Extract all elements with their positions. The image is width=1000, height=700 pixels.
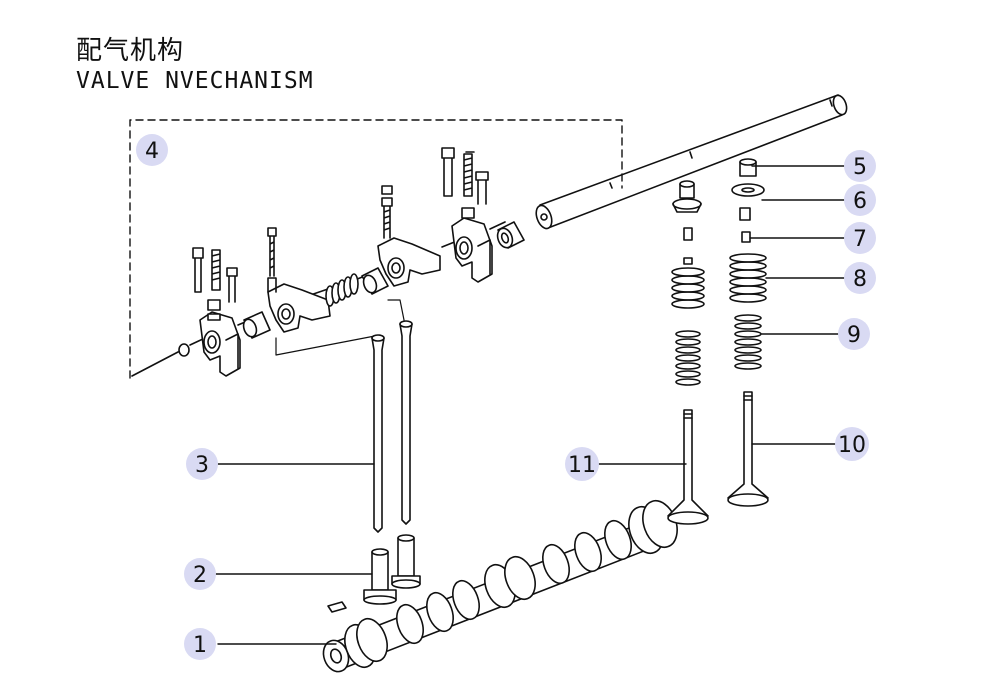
callout-10-bubble: [835, 427, 869, 461]
rocker-shaft-spring: [325, 273, 359, 307]
diagram-title-cn: 配气机构: [76, 36, 185, 66]
callout-6-text: 6: [853, 189, 867, 214]
callout-2-bubble: [184, 558, 216, 590]
left-rocker-support: [199, 311, 241, 377]
shaft-end-plug: [178, 343, 190, 357]
callout-3-text: 3: [195, 453, 209, 478]
rocker-bushing-middle: [361, 267, 389, 295]
group-4-dashed-outline: [129, 119, 623, 379]
callout-7-text: 7: [853, 227, 867, 252]
callout-5-bubble: [844, 150, 876, 182]
push-rods: [371, 320, 413, 533]
diagram-title-en: VALVE NVECHANISM: [76, 68, 314, 94]
callout-1-text: 1: [193, 633, 207, 658]
callout-4-bubble: [136, 134, 168, 166]
callout-5-text: 5: [853, 155, 867, 180]
callout-4-text: 4: [145, 139, 159, 164]
callout-9-bubble: [838, 318, 870, 350]
tappets: [363, 534, 421, 605]
callout-6-bubble: [844, 184, 876, 216]
camshaft-key: [327, 601, 347, 613]
callout-11-text: 11: [568, 453, 596, 478]
callout-10-text: 10: [838, 433, 866, 458]
callout-9-text: 9: [847, 323, 861, 348]
right-rocker-support: [451, 207, 493, 283]
callout-2-text: 2: [193, 563, 207, 588]
left-support-bolts: [192, 247, 238, 321]
group-4-leader-lines: [275, 299, 405, 356]
callout-3-bubble: [186, 448, 218, 480]
callout-8-bubble: [844, 262, 876, 294]
callout-8-text: 8: [853, 267, 867, 292]
callout-7-bubble: [844, 222, 876, 254]
callout-leaders: [213, 165, 847, 645]
rocker-arm-right: [377, 185, 441, 287]
camshaft: [322, 499, 678, 673]
intake-valve-assembly: [667, 180, 709, 525]
callout-1-bubble: [184, 628, 216, 660]
shaft-spacer: [496, 221, 525, 249]
right-support-bolts: [441, 147, 489, 205]
rocker-arm-left: [267, 227, 331, 333]
rocker-bushing-left: [242, 311, 271, 339]
callout-bubbles: 1 2 3 4 5 6 7 8 9 10 11: [136, 134, 876, 660]
exhaust-valve-assembly: [727, 158, 769, 507]
callout-11-bubble: [565, 447, 599, 481]
